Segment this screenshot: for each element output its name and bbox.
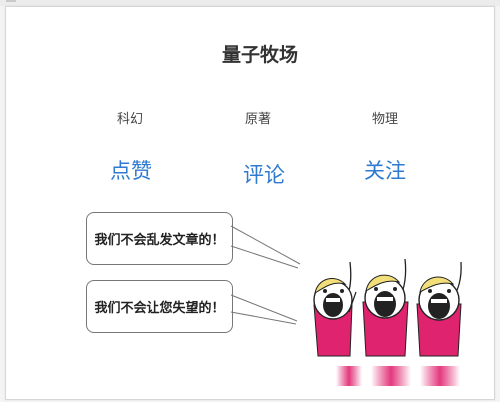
tag-physics: 物理 — [371, 112, 398, 127]
speech-bubble-2: 我们不会让您失望的！ — [86, 280, 233, 333]
page-title: 量子牧场 — [221, 44, 298, 66]
speech-bubble-1: 我们不会乱发文章的！ — [86, 212, 233, 265]
tag-scifi: 科幻 — [116, 112, 143, 127]
tag-original: 原著 — [244, 112, 271, 127]
content-card — [5, 6, 495, 400]
top-strip-mark — [6, 0, 16, 2]
comment-button[interactable]: 评论 — [243, 163, 285, 187]
top-strip — [0, 0, 500, 6]
like-button[interactable]: 点赞 — [110, 159, 152, 183]
follow-button[interactable]: 关注 — [364, 159, 406, 183]
